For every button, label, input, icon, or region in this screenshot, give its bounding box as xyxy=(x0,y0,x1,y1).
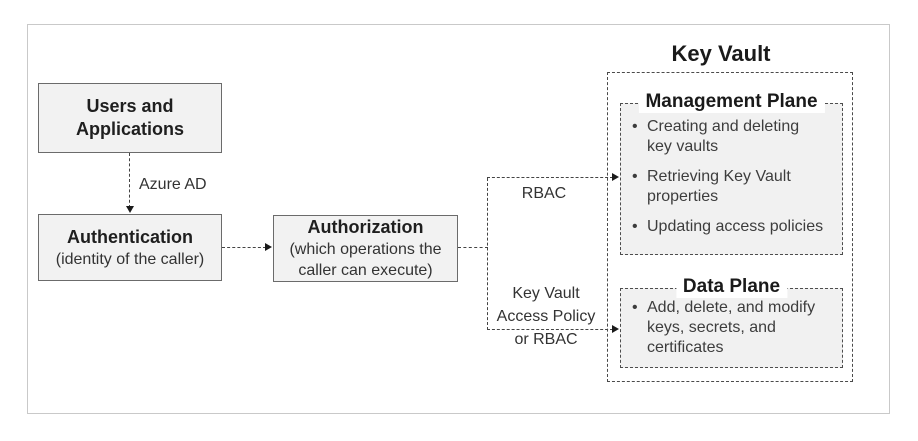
data-plane-box: Data Plane • Add, delete, and modify key… xyxy=(620,276,843,368)
management-plane-bullet-list: • Creating and deleting key vaults • Ret… xyxy=(621,104,842,237)
azure-ad-label: Azure AD xyxy=(139,176,207,193)
arrow-down-icon xyxy=(126,206,134,213)
data-plane-title: Data Plane xyxy=(675,276,788,298)
key-vault-title: Key Vault xyxy=(671,41,771,66)
rbac-connector-line xyxy=(487,177,613,178)
bullet-text: Retrieving Key Vault properties xyxy=(647,168,791,205)
access-policy-connector-line xyxy=(487,329,613,330)
list-item: • Updating access policies xyxy=(632,217,836,237)
arrow-right-icon xyxy=(612,173,619,181)
branch-vertical-line xyxy=(487,178,488,330)
bullet-icon: • xyxy=(632,299,638,316)
bullet-icon: • xyxy=(632,168,638,185)
key-vault-container xyxy=(607,72,853,382)
authentication-subtitle: (identity of the caller) xyxy=(55,250,205,268)
management-plane-title: Management Plane xyxy=(638,91,825,113)
bullet-icon: • xyxy=(632,218,638,235)
azure-ad-connector-line xyxy=(129,153,130,208)
list-item: • Add, delete, and modify keys, secrets,… xyxy=(632,298,836,358)
authentication-title: Authentication xyxy=(67,226,193,247)
authorization-box: Authorization (which operations the call… xyxy=(273,215,458,282)
bullet-text: Add, delete, and modify keys, secrets, a… xyxy=(647,299,816,356)
authorization-subtitle: (which operations the caller can execute… xyxy=(289,241,442,279)
authentication-authorization-connector-line xyxy=(222,247,266,248)
rbac-label: RBAC xyxy=(521,185,567,202)
access-policy-label: Key Vault Access Policy or RBAC xyxy=(496,285,596,348)
arrow-right-icon xyxy=(265,243,272,251)
authorization-branch-connector-line xyxy=(458,247,488,248)
bullet-icon: • xyxy=(632,118,638,135)
authorization-title: Authorization xyxy=(307,217,424,237)
list-item: • Creating and deleting key vaults xyxy=(632,117,836,157)
list-item: • Retrieving Key Vault properties xyxy=(632,167,836,207)
authentication-box: Authentication (identity of the caller) xyxy=(38,214,222,281)
arrow-right-icon xyxy=(612,325,619,333)
data-plane-bullet-list: • Add, delete, and modify keys, secrets,… xyxy=(621,289,842,358)
users-applications-box: Users and Applications xyxy=(38,83,222,153)
bullet-text: Creating and deleting key vaults xyxy=(647,118,800,155)
management-plane-box: Management Plane • Creating and deleting… xyxy=(620,91,843,255)
bullet-text: Updating access policies xyxy=(647,218,824,235)
users-applications-label: Users and Applications xyxy=(75,96,184,139)
